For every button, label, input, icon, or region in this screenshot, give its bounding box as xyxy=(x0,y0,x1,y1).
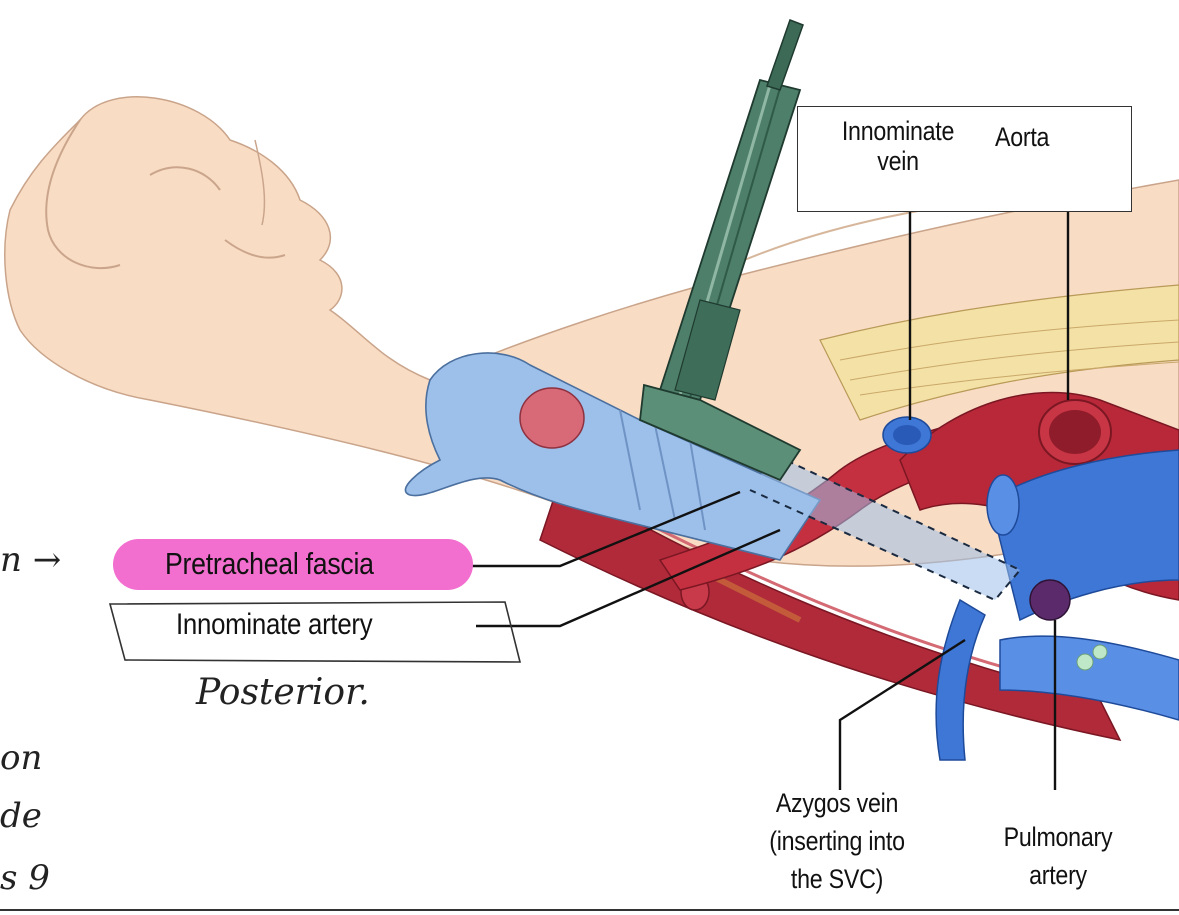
handwritten-margin-2: on xyxy=(0,738,42,778)
handwritten-margin-4: s 9 xyxy=(0,858,50,898)
innominate-vein-label: Innominate vein xyxy=(821,116,976,176)
innominate-artery-label: Innominate artery xyxy=(176,608,372,642)
handwritten-margin-3: de xyxy=(0,796,42,836)
pulmonary-artery-label: Pulmonary artery xyxy=(972,818,1144,894)
handwritten-posterior: Posterior. xyxy=(196,672,370,713)
handwritten-margin-1: n → xyxy=(0,540,61,580)
aorta-label: Aorta xyxy=(995,122,1049,153)
pretracheal-fascia-label: Pretracheal fascia xyxy=(165,546,374,582)
azygos-vein-label: Azygos vein (inserting into the SVC) xyxy=(738,784,936,898)
